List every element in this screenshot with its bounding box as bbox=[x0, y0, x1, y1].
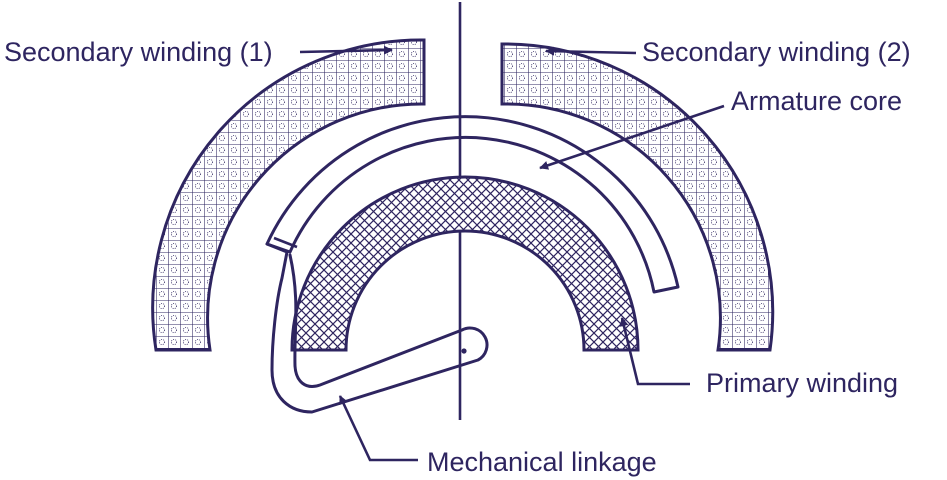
secondary-winding-1 bbox=[151, 38, 426, 352]
label-mechanical-linkage: Mechanical linkage bbox=[427, 447, 657, 477]
armature-core bbox=[265, 115, 680, 294]
mechanical-linkage bbox=[265, 242, 489, 414]
leader-secondary-2 bbox=[545, 46, 637, 56]
primary-winding bbox=[290, 175, 640, 352]
leader-primary-winding bbox=[619, 317, 690, 386]
linkage-pivot bbox=[461, 348, 467, 354]
label-secondary-winding-2: Secondary winding (2) bbox=[642, 37, 911, 67]
label-primary-winding: Primary winding bbox=[706, 368, 898, 398]
leader-mechanical-linkage bbox=[338, 395, 418, 462]
leader-armature-core bbox=[539, 104, 725, 170]
label-secondary-winding-1: Secondary winding (1) bbox=[4, 37, 273, 67]
secondary-winding-2 bbox=[500, 42, 775, 352]
label-armature-core: Armature core bbox=[731, 86, 902, 116]
leader-secondary-1 bbox=[299, 45, 393, 55]
armature-core-cut bbox=[273, 236, 298, 249]
